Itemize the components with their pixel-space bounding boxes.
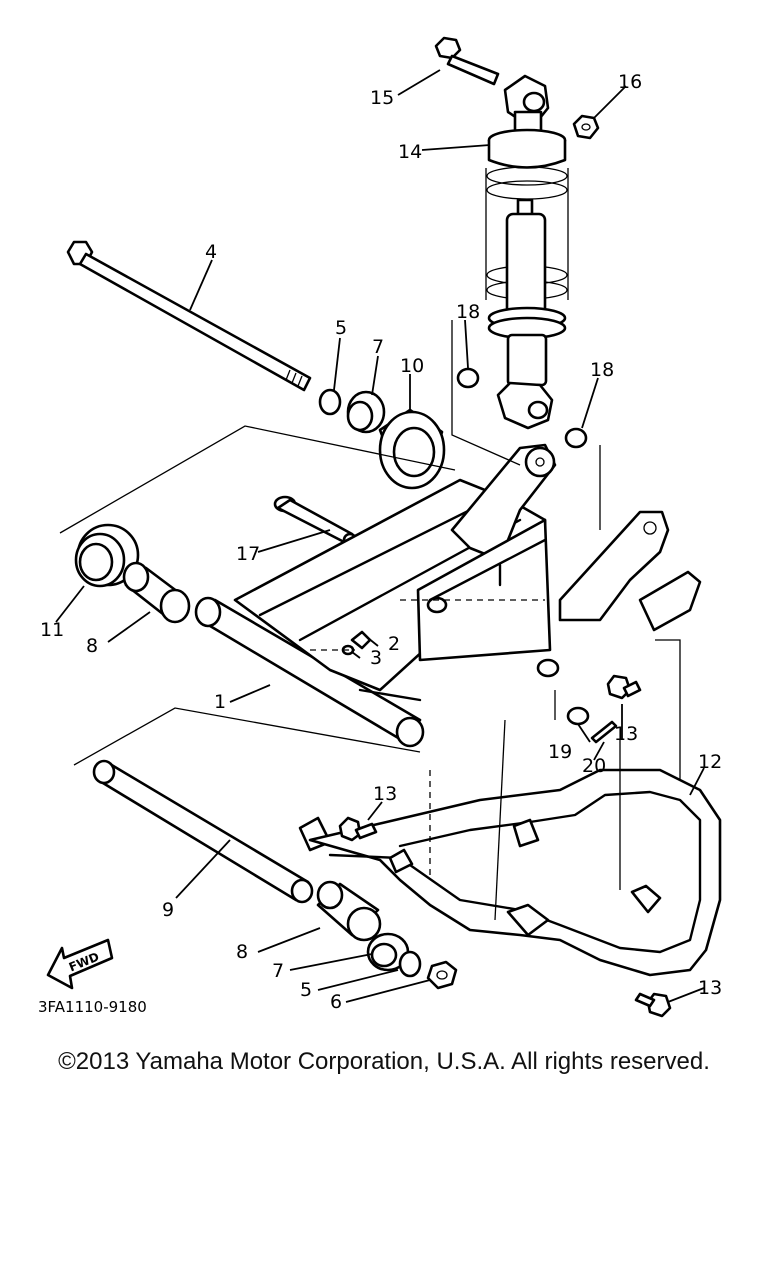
callout-12: 12 xyxy=(698,751,722,773)
callout-18-left: 18 xyxy=(456,301,480,323)
callout-17: 17 xyxy=(236,543,260,565)
callout-13-bottom: 13 xyxy=(698,977,722,999)
callout-7-top: 7 xyxy=(372,336,384,358)
bolt-13-right xyxy=(606,674,642,700)
callout-7-bottom: 7 xyxy=(272,960,284,982)
callout-19: 19 xyxy=(548,741,572,763)
shock-absorber xyxy=(485,74,569,430)
callout-14: 14 xyxy=(398,141,422,163)
bushing-8-top xyxy=(122,561,191,624)
bolt-13-bottom xyxy=(634,992,672,1018)
callout-18-right: 18 xyxy=(590,359,614,381)
swingarm-1 xyxy=(194,443,702,748)
bolt-17 xyxy=(273,495,358,548)
callout-13-right: 13 xyxy=(614,723,638,745)
callout-16: 16 xyxy=(618,71,642,93)
washer-18-left xyxy=(456,367,480,389)
bushing-8-bottom xyxy=(316,880,382,942)
washer-19 xyxy=(566,706,590,726)
callout-2: 2 xyxy=(388,633,400,655)
callout-15: 15 xyxy=(370,87,394,109)
shaft-9 xyxy=(92,759,314,904)
leader-lines xyxy=(55,69,705,1003)
callout-6: 6 xyxy=(330,991,342,1013)
callout-5-top: 5 xyxy=(335,317,347,339)
fwd-arrow-icon: FWD xyxy=(46,938,114,990)
washer-18-right xyxy=(564,427,588,449)
bushing-11 xyxy=(74,523,140,588)
callout-3: 3 xyxy=(370,647,382,669)
bracket-12 xyxy=(298,768,722,977)
washer-5-bottom xyxy=(398,950,422,978)
drawing-code: 3FA1110-9180 xyxy=(38,998,147,1016)
bearing-7-top xyxy=(346,390,386,434)
callout-8-top: 8 xyxy=(86,635,98,657)
callout-5-bottom: 5 xyxy=(300,979,312,1001)
bolt-15 xyxy=(434,36,500,86)
nut-6 xyxy=(426,960,458,990)
callout-4: 4 xyxy=(205,241,217,263)
copyright-notice: ©2013 Yamaha Motor Corporation, U.S.A. A… xyxy=(58,1048,710,1075)
pivot-shaft-4 xyxy=(66,240,312,392)
callout-1: 1 xyxy=(214,691,226,713)
pin-20 xyxy=(590,720,618,744)
parts-diagram: FWD 3FA1110-9180 1 2 3 4 xyxy=(38,36,722,1018)
bolt-13-left xyxy=(338,816,378,842)
nut-16 xyxy=(572,114,600,140)
callout-9: 9 xyxy=(162,899,174,921)
callout-11: 11 xyxy=(40,619,64,641)
callout-8-bottom: 8 xyxy=(236,941,248,963)
washer-5-top xyxy=(318,388,342,416)
assembly-lines xyxy=(59,320,681,921)
callout-10: 10 xyxy=(400,355,424,377)
bearing-7-bottom xyxy=(366,932,410,972)
collar-10 xyxy=(378,408,446,490)
callout-13-left: 13 xyxy=(373,783,397,805)
callout-20: 20 xyxy=(582,755,606,777)
callouts: 1 2 3 4 5 5 6 7 7 8 8 9 10 11 12 13 13 1… xyxy=(40,71,722,1013)
